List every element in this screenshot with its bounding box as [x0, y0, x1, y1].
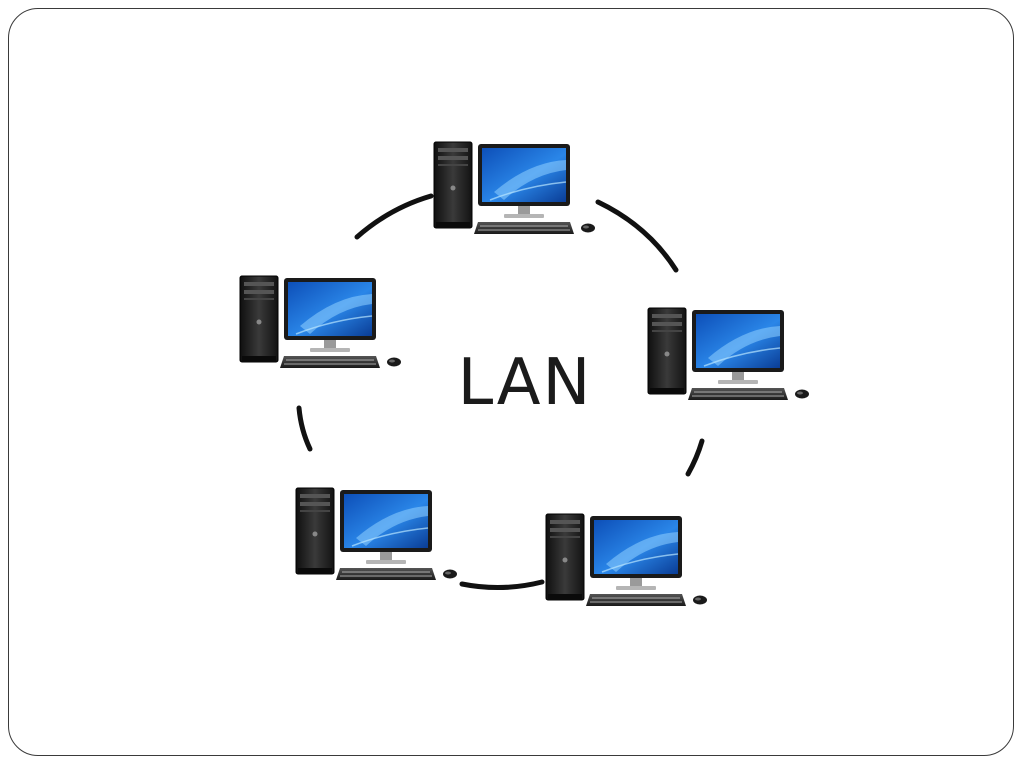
ring-segment-bottom — [459, 579, 545, 591]
computer-left — [239, 275, 402, 369]
desktop-computer-icon — [239, 275, 402, 369]
slide-frame — [8, 8, 1014, 756]
desktop-computer-icon — [433, 141, 596, 235]
desktop-computer-icon — [295, 487, 458, 581]
ring-segment-top-left — [354, 193, 434, 240]
computer-bottom-right — [545, 513, 708, 607]
ring-segment-top-right — [595, 199, 679, 273]
lan-label: LAN — [458, 346, 593, 420]
network-ring — [296, 193, 705, 591]
computer-bottom-left — [295, 487, 458, 581]
computer-right — [647, 307, 810, 401]
ring-segment-left — [296, 405, 313, 452]
ring-segment-right — [685, 438, 705, 477]
computer-top — [433, 141, 596, 235]
desktop-computer-icon — [647, 307, 810, 401]
desktop-computer-icon — [545, 513, 708, 607]
